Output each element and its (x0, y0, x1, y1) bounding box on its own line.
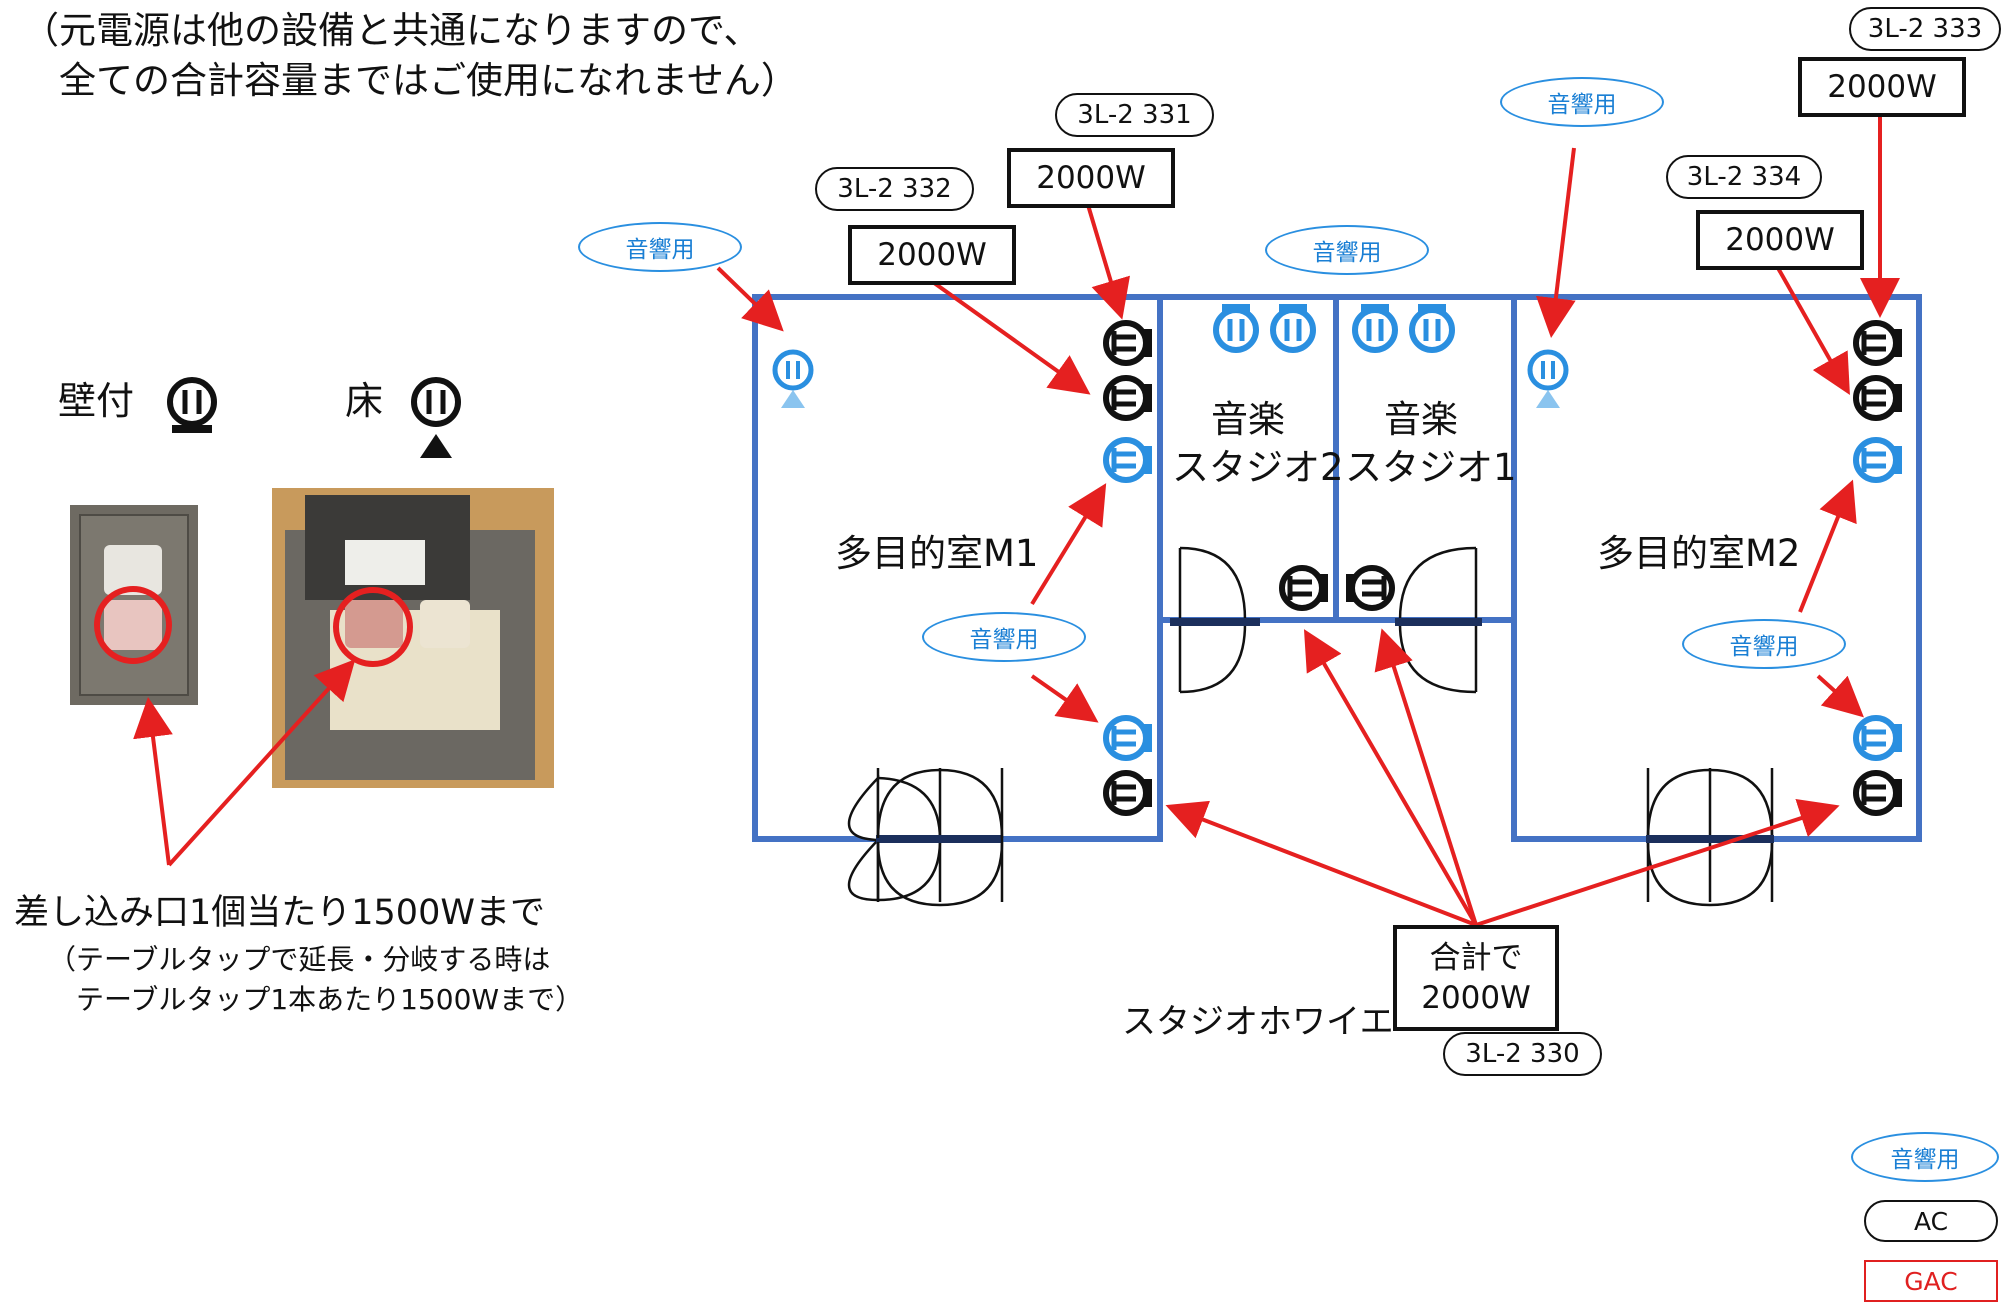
table-tap-note: （テーブルタップで延長・分岐する時は テーブルタップ1本あたり1500Wまで） (48, 943, 584, 1016)
room-label-m2: 多目的室M2 (1597, 532, 1801, 575)
room-label-studio2: 音楽 スタジオ2 (1172, 398, 1344, 489)
door-m1 (847, 768, 1004, 907)
audio-label-studios: 音響用 (1265, 225, 1429, 275)
outlet-m1-ac-1 (1106, 323, 1152, 363)
circuit-arrows (716, 117, 1900, 927)
legend-gac: GAC (1864, 1260, 1998, 1302)
outlet-m2-ac-3 (1856, 773, 1902, 813)
legend-ac: AC (1864, 1200, 1998, 1242)
audio-label-m2-floor: 音響用 (1500, 77, 1664, 127)
floor-outlet-symbol (411, 377, 461, 458)
capacity-box-334: 2000W (1696, 210, 1864, 270)
outlet-studio2-audio-1 (1216, 304, 1256, 350)
outlet-m2-ac-2 (1856, 378, 1902, 418)
note-arrow-wall (133, 697, 173, 866)
floor-outlet-m2 (1530, 352, 1566, 408)
circuit-label-331: 3L-2 331 (1055, 93, 1214, 137)
outlet-studio1-ac (1346, 568, 1392, 608)
outlet-m2-ac-1 (1856, 323, 1902, 363)
wall-mount-label: 壁付 (58, 379, 135, 423)
circuit-label-332: 3L-2 332 (815, 167, 974, 211)
capacity-box-332: 2000W (848, 225, 1016, 285)
capacity-box-total: 合計で 2000W (1393, 925, 1559, 1031)
room-label-foyer: スタジオホワイエ (1122, 1002, 1394, 1042)
legend-audio: 音響用 (1851, 1132, 1999, 1182)
circuit-label-333: 3L-2 333 (1849, 7, 2001, 51)
floor-mount-label: 床 (345, 379, 384, 423)
outlet-m2-audio-2 (1856, 718, 1902, 758)
capacity-box-333: 2000W (1798, 57, 1966, 117)
outlet-studio2-ac (1282, 568, 1328, 608)
power-source-note: （元電源は他の設備と共通になりますので、 全ての合計容量まではご使用になれません… (22, 9, 798, 102)
outlet-m1-audio-2 (1106, 718, 1152, 758)
outlet-studio1-audio-2 (1412, 304, 1452, 350)
door-studio1 (1395, 546, 1482, 694)
door-studio2 (1170, 546, 1260, 694)
wall-outlet-symbol (167, 377, 217, 433)
note-arrow-floor (167, 659, 356, 867)
capacity-box-331: 2000W (1007, 148, 1175, 208)
audio-label-m1: 音響用 (922, 612, 1086, 662)
audio-label-m1-floor: 音響用 (578, 222, 742, 272)
wall-outlet-photo (70, 505, 198, 705)
outlet-m1-ac-2 (1106, 378, 1152, 418)
room-label-studio1: 音楽 スタジオ1 (1345, 398, 1517, 489)
outlet-studio1-audio-1 (1355, 304, 1395, 350)
outlet-m2-audio-1 (1856, 440, 1902, 480)
outlet-m1-ac-3 (1106, 773, 1152, 813)
floor-outlet-photo (272, 488, 554, 788)
outlet-studio2-audio-2 (1273, 304, 1313, 350)
circuit-label-334: 3L-2 334 (1666, 155, 1822, 199)
door-m2 (1646, 768, 1774, 907)
room-label-m1: 多目的室M1 (835, 532, 1039, 575)
circuit-label-330: 3L-2 330 (1443, 1032, 1602, 1076)
floor-outlet-m1 (775, 352, 811, 408)
plug-limit-note: 差し込み口1個当たり1500Wまで (14, 893, 545, 933)
outlet-m1-audio-1 (1106, 440, 1152, 480)
audio-label-m2: 音響用 (1682, 619, 1846, 669)
